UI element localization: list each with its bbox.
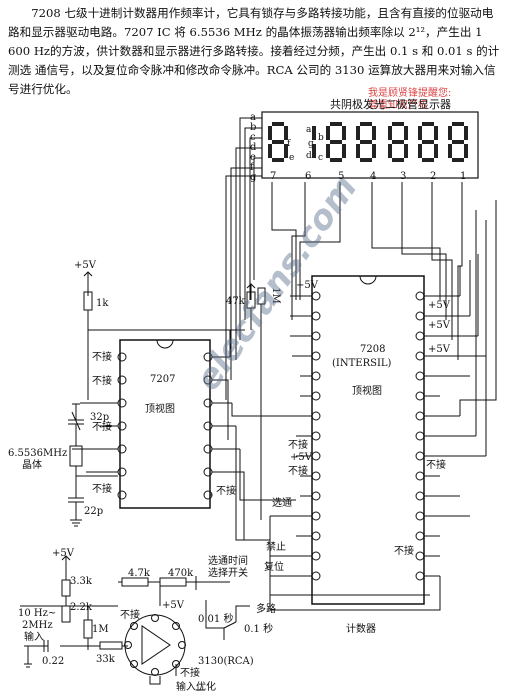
label-r1M: 1M (92, 624, 109, 635)
label-counter: 计数器 (346, 624, 376, 635)
label-nc-6: 不接 (288, 440, 308, 451)
label-nc-11: 不接 (120, 610, 140, 621)
label-v5-g: +5V (52, 548, 74, 559)
label-r47k: 47k (226, 296, 245, 307)
label-c32p: 32p (90, 412, 110, 423)
label-v5-d: +5V (428, 320, 450, 331)
label-crystal: 晶体 (22, 460, 42, 471)
seg-inner-d: d (306, 151, 312, 161)
label-nc-7: 不接 (288, 466, 308, 477)
label-c22p: 22p (84, 506, 104, 517)
seg-e: e (250, 152, 256, 163)
label-v5-f: +5V (290, 452, 312, 463)
power-network-top (83, 271, 266, 520)
input-circuit (20, 555, 250, 685)
seg-inner-g: g (308, 139, 314, 149)
label-nc-8: 不接 (426, 460, 446, 471)
digit-1: 1 (460, 171, 466, 182)
label-nc-5: 不接 (216, 486, 236, 497)
chip7207-view: 顶视图 (145, 402, 175, 415)
label-v5-h: +5V (162, 600, 184, 611)
label-r470k: 470k (168, 568, 194, 579)
label-v5-b: +5V (296, 280, 318, 291)
chip7208-view: 顶视图 (352, 384, 382, 397)
label-t01: 0.1 秒 (244, 624, 274, 635)
label-switch-1: 选通时间 (208, 556, 248, 567)
seg-inner-e: e (289, 153, 294, 163)
digit-3: 3 (400, 171, 406, 182)
label-nc-4: 不接 (92, 484, 112, 495)
label-v5-a: +5V (74, 260, 96, 271)
label-optimize: 输入优化 (176, 682, 216, 693)
chip7208-name: 7208 (360, 344, 385, 355)
seg-inner-a: a (306, 125, 312, 135)
watermark-top: 我是顾贤锋提醒您: 尊重知识产权 (368, 88, 452, 111)
label-mux: 多路 (256, 604, 276, 615)
oscillator-network (68, 403, 118, 527)
label-ic3130: 3130(RCA) (198, 656, 254, 667)
seg-inner-f: f (287, 139, 291, 149)
seg-inner-b: b (318, 133, 324, 143)
led-display: 共阴极发光二极管显示器 a f g b e d c a b c d e (225, 97, 479, 400)
label-reset: 复位 (264, 562, 284, 573)
label-r33k: 3.3k (70, 576, 92, 587)
digit-4: 4 (370, 171, 376, 182)
chip-7208: 7208 (INTERSIL) 顶视图 (240, 200, 497, 611)
label-r1k: 1k (96, 298, 109, 309)
label-t001: 0.01 秒 (198, 614, 234, 625)
label-strobe: 选通 (272, 498, 292, 509)
label-inhibit: 禁止 (266, 542, 286, 553)
label-v5-e: +5V (428, 344, 450, 355)
seg-inner-c: c (318, 153, 323, 163)
label-r33k2: 33k (96, 654, 115, 665)
chip7207-name: 7207 (150, 374, 175, 385)
label-nc-12: 不接 (180, 668, 200, 679)
label-r47k2: 4.7k (128, 568, 150, 579)
label-nc-9: 不接 (394, 546, 414, 557)
digit-2: 2 (430, 171, 436, 182)
label-r22k: 2.2k (70, 602, 92, 613)
chip-7207: 7207 顶视图 (72, 339, 270, 541)
label-nc-1: 不接 (92, 352, 112, 363)
digit-5: 5 (338, 171, 344, 182)
digit-7: 7 (270, 171, 276, 182)
label-nc-3: 不接 (92, 422, 112, 433)
label-nc-2: 不接 (92, 376, 112, 387)
label-c022: 0.22 (42, 656, 65, 667)
label-in-freq: 10 Hz~ (18, 608, 57, 619)
label-switch-2: 选择开关 (208, 568, 248, 579)
label-in-freq2: 2MHz (22, 620, 53, 631)
label-v5-c: +5V (428, 300, 450, 311)
intro-paragraph: 7208 七级十进制计数器用作频率计，它具有锁存与多路转接功能，且含有直接的位驱… (8, 6, 500, 96)
label-input: 输入 (24, 632, 44, 643)
label-crystal-freq: 6.5536MHz (8, 448, 68, 459)
display-title: 共阴极发光二极管显示器 (330, 97, 451, 111)
chip7208-maker: (INTERSIL) (332, 358, 392, 369)
digit-6: 6 (305, 171, 311, 182)
